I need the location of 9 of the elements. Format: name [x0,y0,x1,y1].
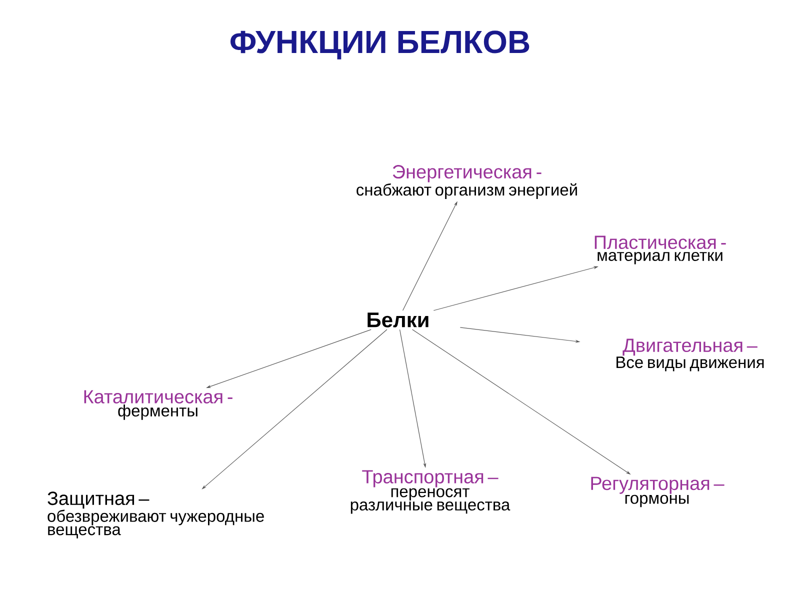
center-label: Белки [368,312,428,328]
function-label: Регуляторная – гормоны [591,476,724,508]
title: ФУНКЦИИ БЕЛКОВ [230,30,530,60]
function-label: Двигательная – Все виды движения [616,338,764,372]
function-label: Энергетическая - снабжают организм энергией [356,165,577,199]
function-label: Каталитическая - ферменты [84,390,232,420]
function-label: Пластическая - материал клетки [594,236,726,264]
function-label: Защитная – обезвреживают чужеродные вещества [48,492,264,538]
function-label: Транспортная – переносят различные вещества [350,470,510,514]
